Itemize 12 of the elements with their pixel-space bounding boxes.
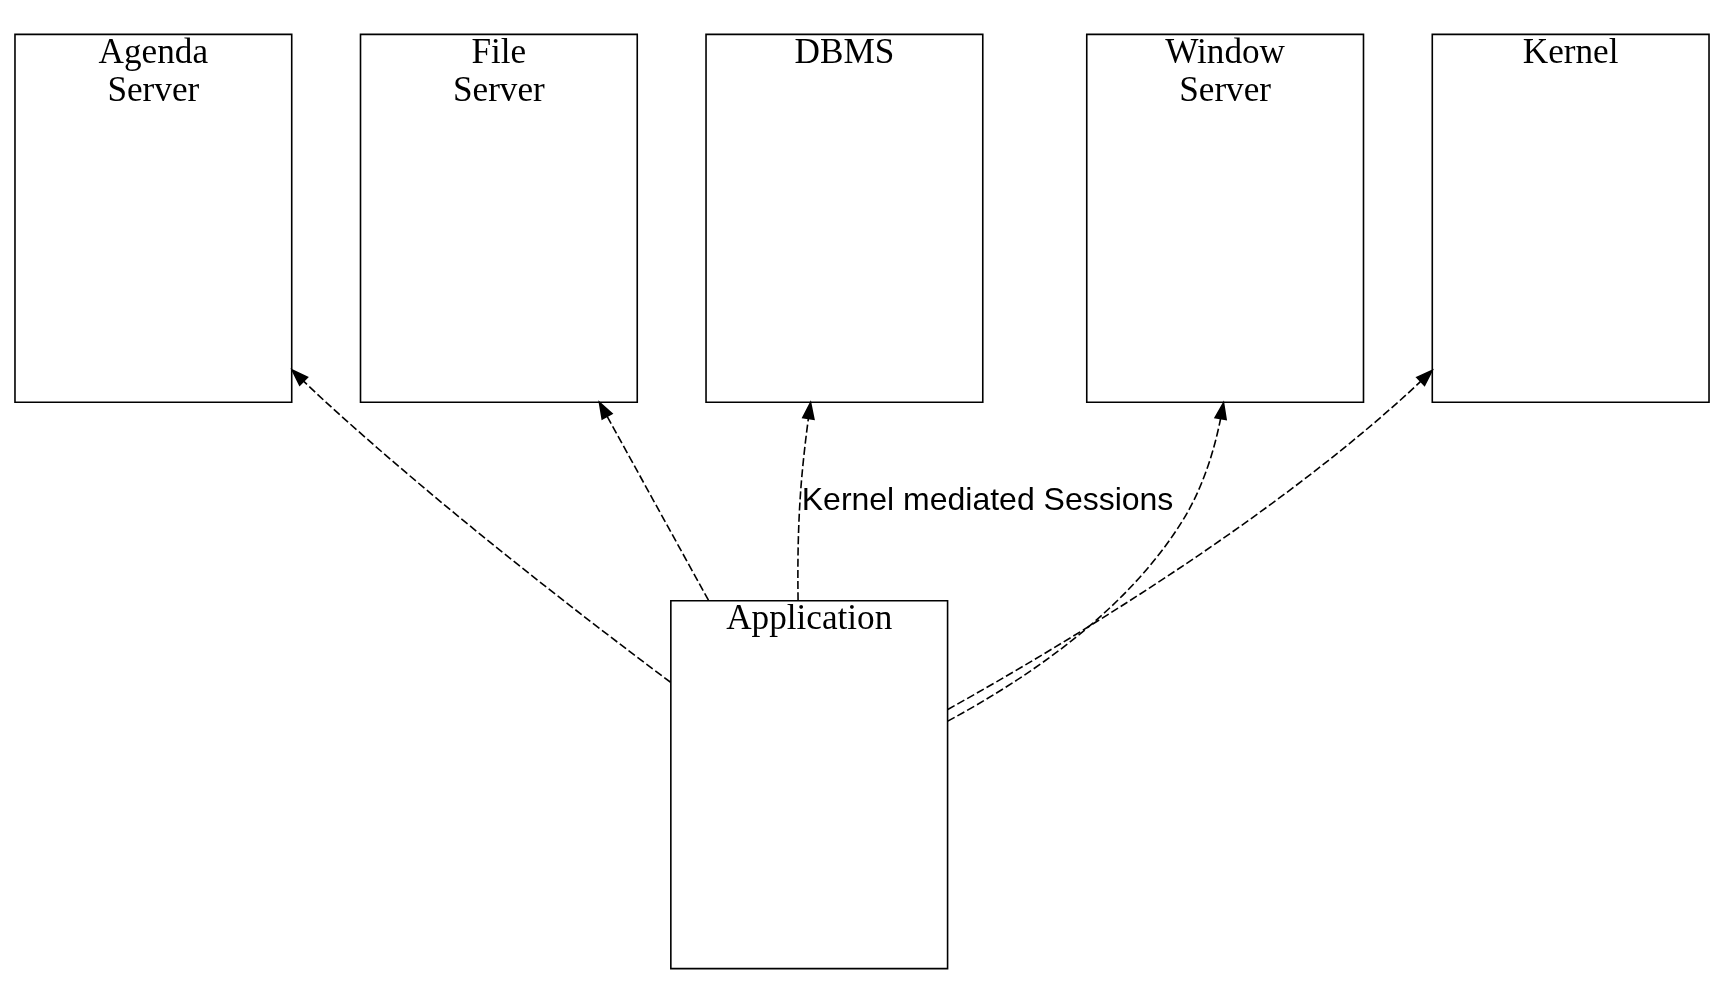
- arrow: [946, 400, 1228, 722]
- node-box: Agenda Server: [14, 33, 293, 404]
- node-box: Window Server: [1085, 33, 1365, 404]
- arrow: [797, 400, 815, 601]
- node-box: Application: [670, 599, 949, 970]
- arrow: [598, 400, 710, 602]
- edge-label: Kernel mediated Sessions: [801, 480, 1174, 517]
- arrow: [946, 368, 1434, 711]
- node-box: DBMS: [705, 33, 984, 404]
- node-box: Kernel: [1431, 33, 1710, 404]
- arrow: [290, 368, 672, 684]
- node-box: File Server: [359, 33, 639, 404]
